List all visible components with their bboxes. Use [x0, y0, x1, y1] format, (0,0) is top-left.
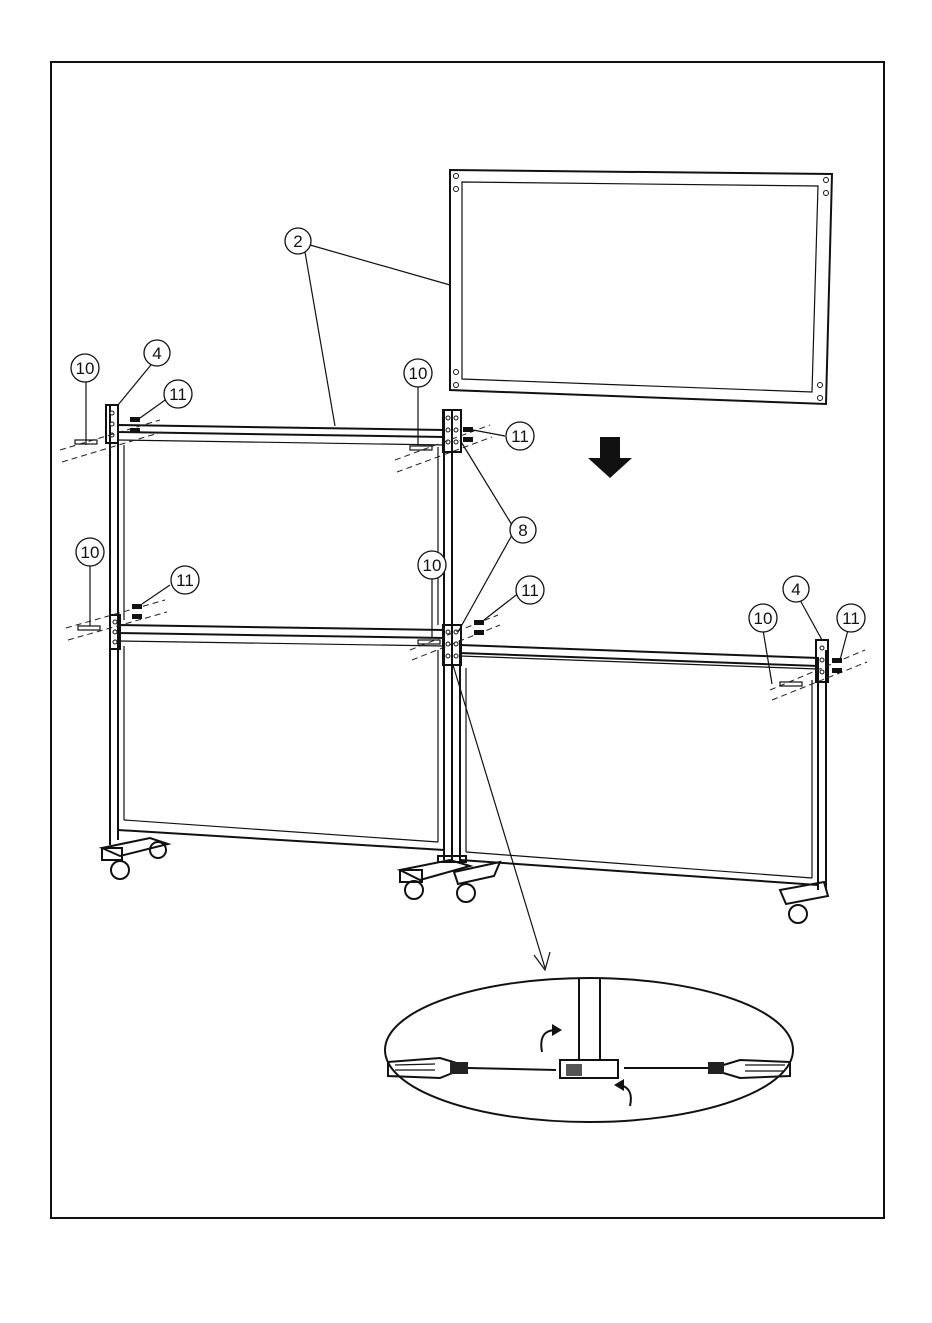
- callout-11: 11: [164, 380, 192, 408]
- callout-label: 4: [152, 344, 161, 363]
- detail-view: [385, 978, 793, 1122]
- callout-label: 11: [511, 427, 529, 446]
- callout-2: 2: [285, 228, 311, 254]
- caster-left: [102, 838, 168, 879]
- down-arrow-icon: [588, 437, 632, 478]
- caster-right: [780, 882, 828, 923]
- screwdriver-icon: [624, 1060, 790, 1078]
- bracket-left-top: [106, 405, 118, 443]
- callout-label: 10: [423, 556, 442, 575]
- callout-11: 11: [516, 576, 544, 604]
- callout-label: 10: [409, 364, 428, 383]
- callout-10: 10: [749, 604, 777, 632]
- callout-10: 10: [404, 359, 432, 387]
- whiteboard-panel-top: [450, 170, 832, 404]
- callout-10: 10: [71, 354, 99, 382]
- callout-label: 11: [176, 571, 194, 590]
- callout-label: 11: [521, 581, 539, 600]
- callout-label: 2: [293, 232, 302, 251]
- callout-label: 10: [754, 609, 773, 628]
- callout-10: 10: [76, 538, 104, 566]
- callout-label: 11: [169, 385, 187, 404]
- fastener-guides: [60, 420, 867, 700]
- callout-4: 4: [144, 340, 170, 366]
- page-border: [51, 62, 884, 1218]
- screwdriver-icon: [388, 1058, 556, 1078]
- caster-center: [400, 856, 500, 902]
- callout-label: 10: [76, 359, 95, 378]
- callout-8: 8: [510, 517, 536, 543]
- callout-label: 8: [518, 521, 527, 540]
- callout-11: 11: [506, 422, 534, 450]
- callout-10: 10: [418, 551, 446, 579]
- callout-4: 4: [783, 576, 809, 602]
- callout-11: 11: [837, 604, 865, 632]
- callout-11: 11: [171, 566, 199, 594]
- callout-label: 10: [81, 543, 100, 562]
- callout-label: 4: [791, 580, 800, 599]
- callout-label: 11: [842, 609, 860, 628]
- left-frame: [110, 405, 452, 860]
